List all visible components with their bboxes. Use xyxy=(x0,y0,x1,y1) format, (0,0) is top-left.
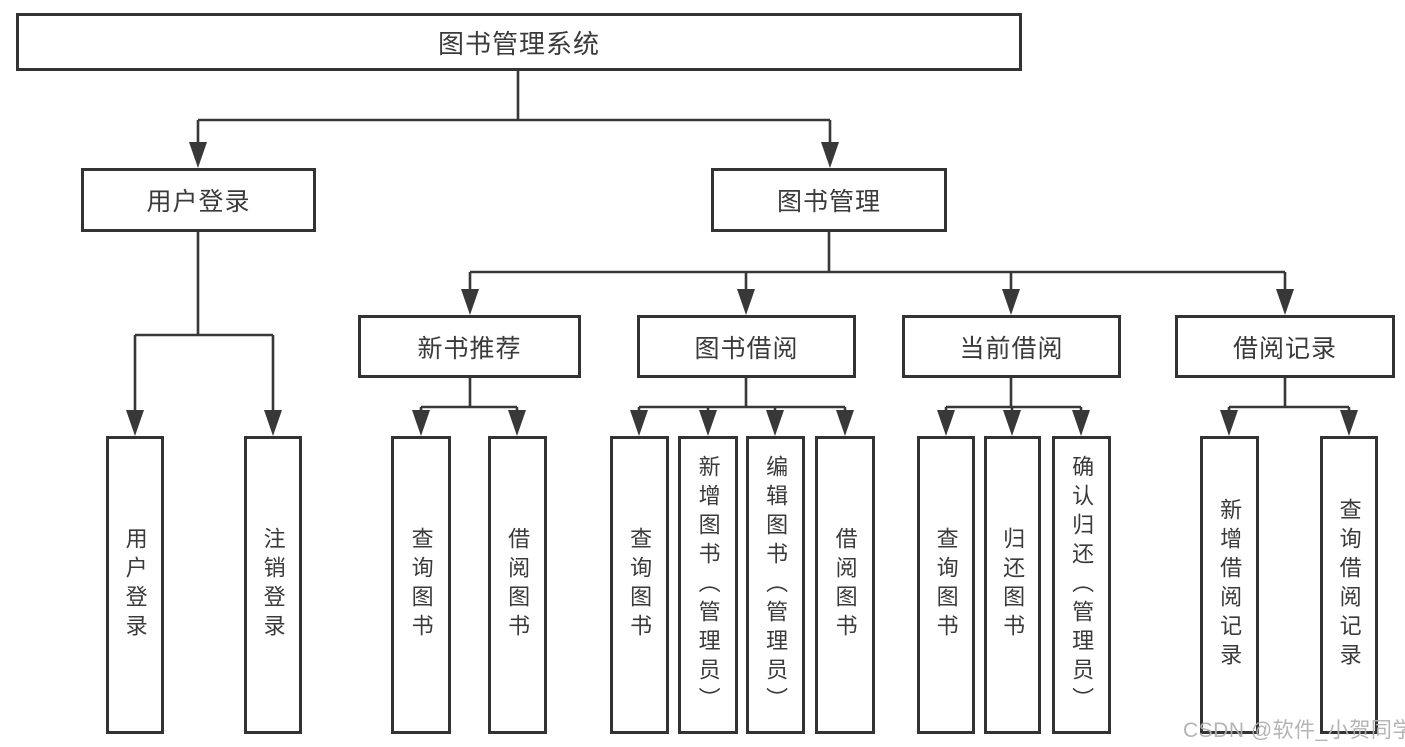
connector-user-login-leaves xyxy=(133,232,275,414)
node-label: 借阅记录 xyxy=(1232,334,1337,363)
leaf-label: 编辑图书（管理员） xyxy=(763,454,789,716)
watermark: CSDN @软件_小贺同学 xyxy=(1183,719,1405,742)
leaf-user-login: 用户登录 xyxy=(106,436,164,734)
connector-current-borrow-leaves xyxy=(944,378,1083,414)
node-label: 图书借阅 xyxy=(694,334,799,363)
leaf-label: 归还图书 xyxy=(1000,527,1026,643)
node-book-borrow: 图书借阅 xyxy=(637,315,856,378)
node-label: 图书管理系统 xyxy=(437,28,600,59)
leaf-label: 确认归还（管理员） xyxy=(1069,454,1095,716)
node-user-login: 用户登录 xyxy=(81,168,316,232)
leaf-label: 注销登录 xyxy=(260,527,286,643)
connector-book-mgmt-to-level3 xyxy=(468,232,1287,293)
leaf-label: 用户登录 xyxy=(122,527,148,643)
leaf-query-books-borrow: 查询图书 xyxy=(610,436,669,734)
leaf-borrow-books-recommend: 借阅图书 xyxy=(488,436,547,734)
leaf-label: 查询借阅记录 xyxy=(1336,498,1362,672)
leaf-add-borrow-record: 新增借阅记录 xyxy=(1200,436,1259,734)
node-current-borrow: 当前借阅 xyxy=(902,315,1121,378)
leaf-label: 新增借阅记录 xyxy=(1217,498,1243,672)
node-new-book-recommend: 新书推荐 xyxy=(358,315,581,378)
leaf-borrow-books: 借阅图书 xyxy=(815,436,875,734)
leaf-edit-book-admin: 编辑图书（管理员） xyxy=(746,436,805,734)
leaf-label: 新增图书（管理员） xyxy=(695,454,721,716)
node-label: 图书管理 xyxy=(776,188,881,216)
leaf-query-books-current: 查询图书 xyxy=(917,436,975,734)
leaf-label: 查询图书 xyxy=(627,527,653,643)
leaf-query-borrow-record: 查询借阅记录 xyxy=(1320,436,1378,734)
leaf-add-book-admin: 新增图书（管理员） xyxy=(678,436,738,734)
leaf-logout: 注销登录 xyxy=(244,436,302,734)
leaf-label: 借阅图书 xyxy=(832,527,858,643)
leaf-label: 查询图书 xyxy=(408,527,434,643)
leaf-label: 查询图书 xyxy=(933,527,959,643)
connector-new-book-leaves xyxy=(419,378,519,414)
node-borrow-records: 借阅记录 xyxy=(1175,315,1395,378)
leaf-confirm-return-admin: 确认归还（管理员） xyxy=(1052,436,1111,734)
leaf-return-books: 归还图书 xyxy=(984,436,1041,734)
node-label: 用户登录 xyxy=(146,188,251,216)
connector-borrow-record-leaves xyxy=(1227,378,1351,414)
leaf-label: 借阅图书 xyxy=(505,527,531,643)
arrowheads xyxy=(126,142,1358,436)
connector-root-to-level2 xyxy=(196,71,832,146)
node-label: 当前借阅 xyxy=(959,334,1064,363)
node-label: 新书推荐 xyxy=(417,334,522,363)
node-library-system: 图书管理系统 xyxy=(16,13,1022,71)
leaf-query-books-recommend: 查询图书 xyxy=(391,436,451,734)
node-book-management: 图书管理 xyxy=(711,168,947,232)
connector-book-borrow-leaves xyxy=(637,378,847,414)
